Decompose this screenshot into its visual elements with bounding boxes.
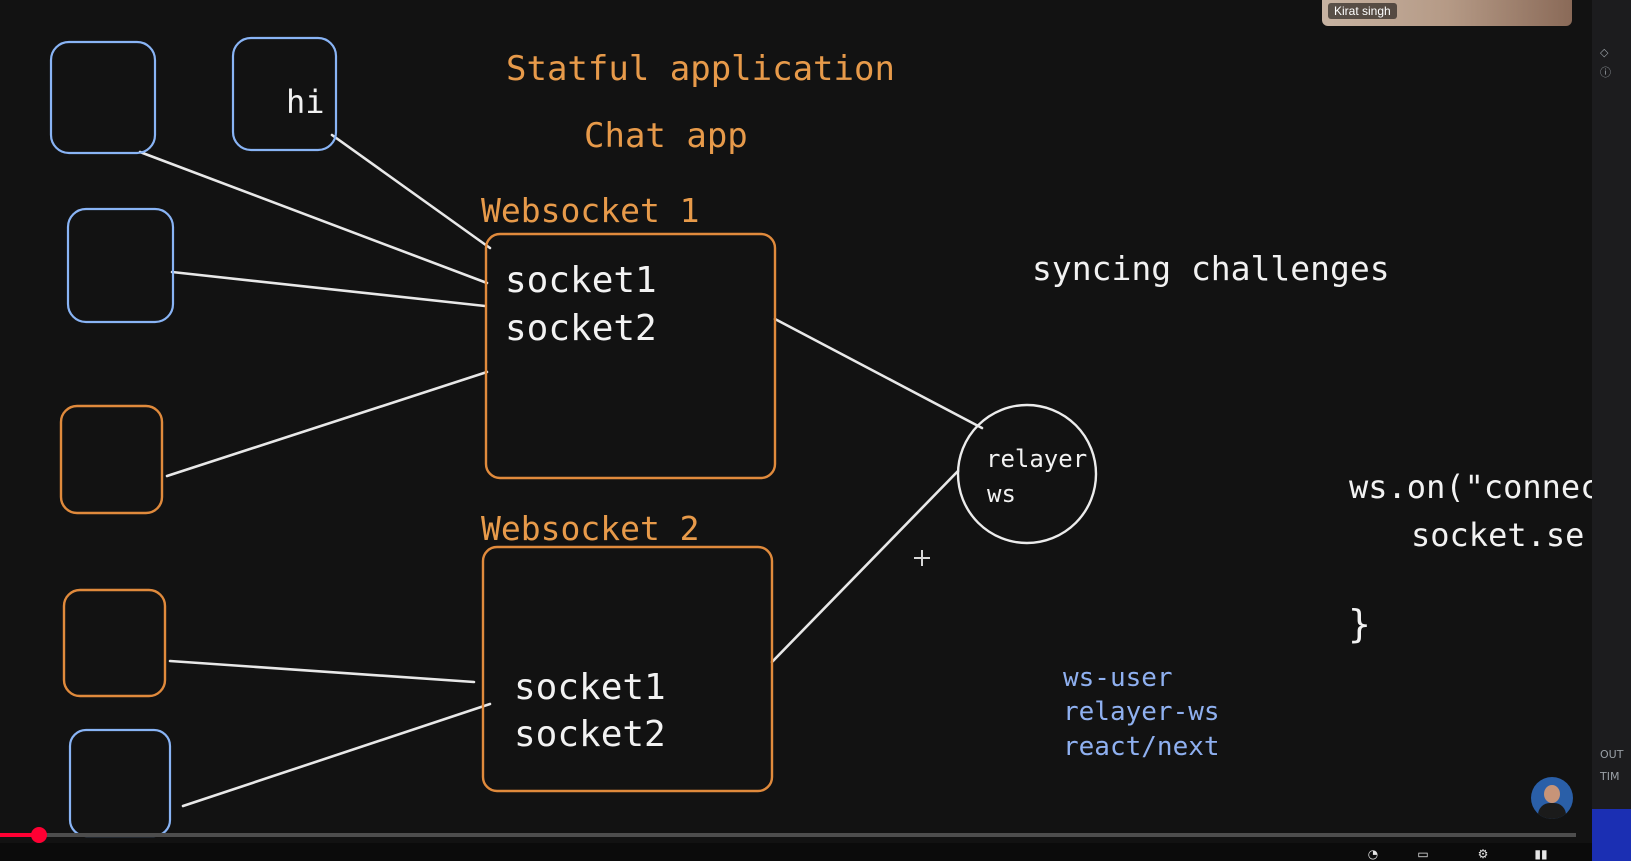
client-box-1 [49, 40, 157, 155]
wire-client3-ws1 [170, 270, 487, 308]
webcam-overlay: Kirat singh [1322, 0, 1572, 26]
client-box-6 [68, 728, 172, 838]
wire-client4-ws1 [165, 370, 489, 478]
service-item-3: react/next [1063, 732, 1220, 762]
client-box-3 [66, 207, 175, 324]
wire-ws2-relayer [770, 469, 960, 664]
wire-ws1-relayer [773, 317, 984, 430]
wire-client5-ws2 [168, 659, 476, 684]
websocket-server-1-box [484, 232, 777, 480]
progress-scrubber-handle[interactable] [31, 827, 48, 843]
webcam-name-tag: Kirat singh [1328, 3, 1397, 19]
relayer-label-line2: ws [987, 480, 1016, 508]
right-panel-item-2[interactable]: TIM [1600, 770, 1620, 783]
architecture-diagram: Statful application Chat app hi Websocke… [49, 36, 1592, 838]
wire-client1-ws1 [138, 150, 489, 285]
client-box-2 [231, 36, 338, 152]
client-box-4 [59, 404, 164, 515]
connection-lines [138, 133, 984, 808]
channel-avatar[interactable] [1531, 777, 1573, 819]
service-item-2: relayer-ws [1063, 697, 1220, 727]
autoplay-toggle-icon[interactable]: ◔ [1367, 847, 1379, 861]
status-bar-block [1592, 809, 1631, 861]
client-box-5 [62, 588, 167, 698]
clients [49, 36, 338, 838]
ws1-socket-1: socket1 [505, 260, 657, 301]
video-progress-bar[interactable] [0, 827, 1576, 843]
ws2-socket-2: socket2 [514, 714, 666, 755]
right-panel-item-1[interactable]: OUT [1600, 748, 1624, 761]
code-line-2: socket.se [1411, 516, 1584, 554]
websocket-server-2-box [481, 545, 774, 793]
ws1-socket-2: socket2 [505, 308, 657, 349]
diagram-title: Statful application [506, 49, 895, 89]
avatar-body [1538, 803, 1566, 819]
player-controls: ◔ ▭ ⚙ ▮▮ [0, 843, 1592, 861]
drawing-canvas[interactable]: Statful application Chat app hi Websocke… [0, 0, 1592, 861]
service-item-1: ws-user [1063, 663, 1173, 693]
relayer-label-line1: relayer [986, 445, 1087, 473]
crosshair-cursor-icon [914, 550, 930, 566]
wire-client2-ws1 [330, 133, 492, 250]
websocket-server-2-label: Websocket 2 [481, 509, 700, 548]
syncing-note: syncing challenges [1032, 249, 1390, 288]
progress-fill [0, 833, 40, 837]
websocket-server-1-label: Websocket 1 [481, 191, 700, 230]
code-line-3: } [1348, 602, 1371, 646]
code-line-1: ws.on("connec [1349, 468, 1592, 506]
ws2-socket-1: socket1 [514, 667, 666, 708]
miniplayer-icon[interactable]: ▮▮ [1534, 847, 1548, 861]
diagram-subtitle: Chat app [584, 116, 748, 156]
subtitles-icon[interactable]: ▭ [1417, 847, 1429, 861]
right-side-panel: ◇ ⓘ OUT TIM [1592, 0, 1631, 861]
info-icon: ⓘ [1600, 66, 1611, 79]
client-message: hi [286, 83, 325, 121]
relayer-circle [956, 403, 1098, 545]
avatar-face [1544, 785, 1560, 803]
diamond-icon: ◇ [1600, 46, 1609, 59]
wire-client6-ws2 [181, 702, 492, 808]
settings-gear-icon[interactable]: ⚙ [1477, 847, 1489, 861]
